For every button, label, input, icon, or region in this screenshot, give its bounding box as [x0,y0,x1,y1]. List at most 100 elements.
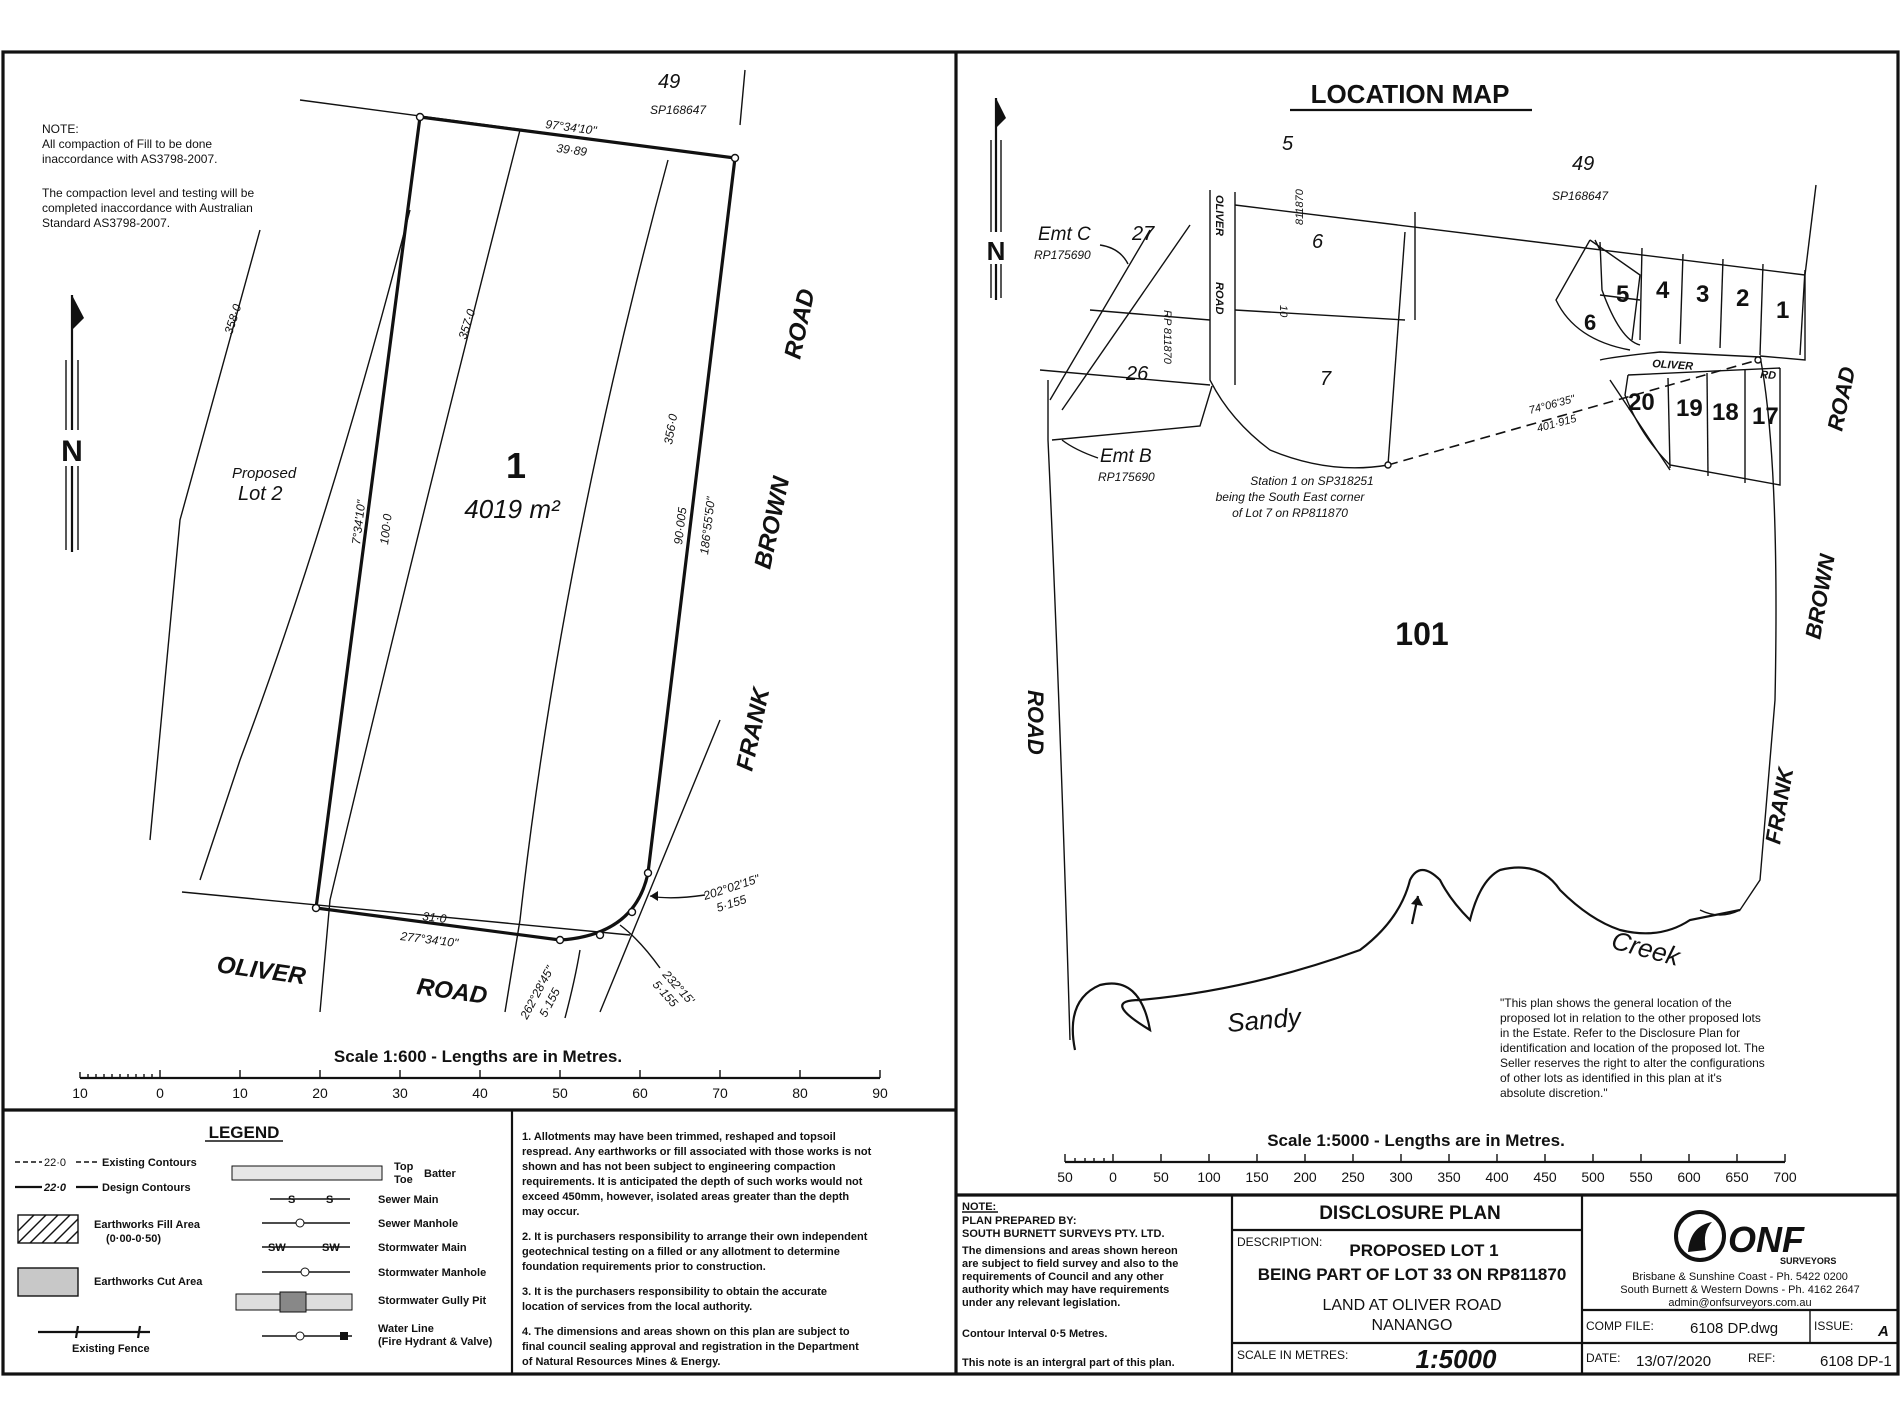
map-frank: FRANK [1760,764,1798,846]
tb-note-body: are subject to field survey and also to … [962,1258,1178,1270]
map-lot-top: 6 [1584,310,1596,335]
map-plan-811870: 811870 [1294,188,1306,225]
legend-stormwater-gully: Stormwater Gully Pit [378,1295,487,1307]
frame [1,50,1900,1376]
tb-integral: This note is an intergral part of this p… [962,1357,1175,1369]
map-lot-7: 7 [1320,368,1332,390]
distance-top: 39·89 [556,141,589,159]
map-scale-tick: 600 [1677,1169,1701,1185]
legend-sewer-manhole: Sewer Manhole [378,1218,458,1230]
tb-date: 13/07/2020 [1636,1353,1711,1370]
tb-desc-line3: LAND AT OLIVER ROAD [1322,1297,1501,1314]
tb-note-body: The dimensions and areas shown hereon [962,1245,1178,1257]
distance-right: 90·005 [671,506,689,545]
notes-line: requirements. It is anticipated the dept… [522,1176,863,1188]
map-scale-tick: 500 [1581,1169,1605,1185]
legend-existing-contours: Existing Contours [102,1157,197,1169]
map-lot-27: 27 [1131,223,1155,245]
tb-contact: South Burnett & Western Downs - Ph. 4162… [1620,1284,1860,1296]
scale-tick-label: 10 [232,1085,248,1101]
map-scale-tick: 200 [1293,1169,1317,1185]
plan-note-line: All compaction of Fill to be done [42,137,212,151]
legend-stormwater-main: Stormwater Main [378,1242,467,1254]
legend-top: Top [394,1161,414,1173]
map-lot-bottom: 20 [1628,389,1655,416]
north-label: N [61,435,83,468]
map-lot-5: 5 [1282,133,1294,155]
map-lot-bottom: 17 [1752,403,1779,430]
legend-sym-s: S [288,1194,295,1206]
map-lot-top: 1 [1776,297,1789,324]
map-creek-sandy: Sandy [1226,1001,1304,1037]
north-arrow-icon [58,295,86,552]
tb-desc-line2: BEING PART OF LOT 33 ON RP811870 [1258,1265,1567,1284]
plan-note-line: The compaction level and testing will be [42,186,254,200]
map-emt-c-plan: RP175690 [1034,248,1091,262]
tb-comp-file: 6108 DP.dwg [1690,1320,1778,1337]
tb-contact: Brisbane & Sunshine Coast - Ph. 5422 020… [1632,1271,1848,1283]
tb-desc-line1: PROPOSED LOT 1 [1349,1241,1498,1260]
map-scale-tick: 350 [1437,1169,1461,1185]
tb-note-body: requirements of Council and any other [962,1271,1164,1283]
map-road-left: ROAD [1023,690,1048,755]
map-creek-creek: Creek [1608,925,1685,972]
legend-cut-area: Earthworks Cut Area [94,1276,203,1288]
map-lot-49: 49 [1572,153,1594,175]
existing-contours [149,69,746,1013]
tb-prepared-by: PLAN PREPARED BY: [962,1215,1077,1227]
bearing-top: 97°34'10" [545,117,599,138]
tb-scale-value: 1:5000 [1416,1344,1497,1374]
tb-ref: 6108 DP-1 [1820,1353,1892,1370]
map-emt-b-plan: RP175690 [1098,470,1155,484]
map-disclaimer-line: proposed lot in relation to the other pr… [1500,1011,1761,1025]
map-scale-tick: 400 [1485,1169,1509,1185]
notes-line: final council sealing approval and regis… [522,1341,859,1353]
notes-line: foundation requirements prior to constru… [522,1261,766,1273]
tb-desc-line4: NANANGO [1372,1317,1453,1334]
notes-line: of Natural Resources Mines & Energy. [522,1356,720,1368]
proposed-lot: Lot 2 [238,483,282,505]
scale-tick-label: 80 [792,1085,808,1101]
neighbour-lot: 49 [658,71,680,93]
map-scale-tick: 300 [1389,1169,1413,1185]
survey-marks [311,112,740,945]
legend-design-contours-num: 22·0 [43,1182,67,1194]
bearing-bottom: 277°34'10" [399,929,460,950]
notes-line: exceed 450mm, however, isolated areas gr… [522,1191,849,1203]
tb-scale-label: SCALE IN METRES: [1237,1348,1348,1362]
map-lot-bottom: 19 [1676,395,1703,422]
map-scale-tick: 700 [1773,1169,1797,1185]
scale-tick-label: 70 [712,1085,728,1101]
map-plan-49: SP168647 [1552,189,1609,203]
road-label-brown: BROWN [749,474,795,572]
map-scale-tick: 450 [1533,1169,1557,1185]
map-lot-bottom: 18 [1712,399,1739,426]
map-scale-tick: 550 [1629,1169,1653,1185]
left-scale-text: Scale 1:600 - Lengths are in Metres. [334,1047,622,1066]
map-rp-ten: 10 [1277,305,1289,318]
map-disclaimer-line: identification and location of the propo… [1500,1041,1765,1055]
notes-line: geotechnical testing on a filled or any … [522,1246,840,1258]
neighbour-plan: SP168647 [650,103,707,117]
map-disclaimer-line: Seller reserves the right to alter the c… [1500,1056,1765,1070]
site-plan: NOTE: All compaction of Fill to be done … [42,69,888,1101]
road-label-road: ROAD [779,287,820,362]
map-lot-101: 101 [1395,616,1448,652]
legend-sym-s: S [326,1194,333,1206]
legend-water-line-sub: (Fire Hydrant & Valve) [378,1336,493,1348]
map-lot-top: 4 [1656,277,1670,304]
map-oliver-road-v2: ROAD [1213,282,1225,314]
legend-design-contours: Design Contours [102,1182,191,1194]
map-scale-tick: 650 [1725,1169,1749,1185]
map-scale-tick: 250 [1341,1169,1365,1185]
legend-existing-contours-num: 22·0 [44,1157,66,1169]
scale-tick-label: 90 [872,1085,888,1101]
north-arrow-icon [983,98,1009,300]
notes-line: 1. Allotments may have been trimmed, res… [522,1131,836,1143]
map-scale-text: Scale 1:5000 - Lengths are in Metres. [1267,1131,1565,1150]
location-map-title: LOCATION MAP [1311,79,1510,109]
lot-number: 1 [506,445,526,486]
earthworks-notes: 1. Allotments may have been trimmed, res… [522,1131,872,1368]
map-scale-tick: 50 [1153,1169,1169,1185]
plan-note-title: NOTE: [42,122,79,136]
